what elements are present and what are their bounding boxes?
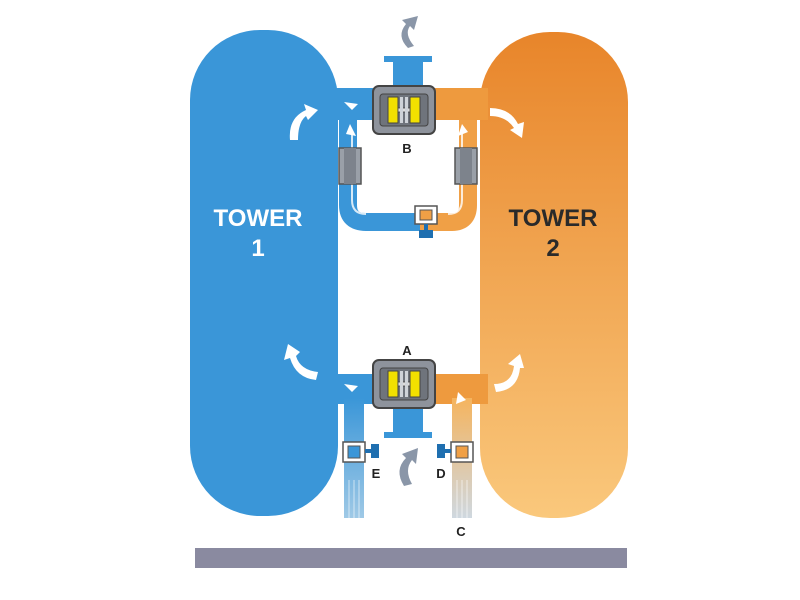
tower2-flow-arrow-bottom bbox=[494, 354, 524, 392]
drain-right-ribs bbox=[456, 480, 468, 518]
valve-b bbox=[372, 85, 436, 135]
valve-b-label: B bbox=[402, 141, 411, 156]
pipe-arrow-top-right bbox=[458, 124, 468, 136]
valve-d bbox=[437, 441, 474, 463]
tower1-flow-arrow-top bbox=[289, 104, 318, 140]
purge-element-right-inner bbox=[460, 148, 472, 184]
pipe-arrow-bottom-right bbox=[456, 392, 466, 404]
valve-a-label: A bbox=[402, 343, 412, 358]
purge-valve-core bbox=[419, 209, 433, 221]
valve-e bbox=[342, 441, 379, 463]
outlet-flow-arrow bbox=[401, 16, 418, 48]
valve-c-label: C bbox=[456, 524, 466, 539]
purge-loop-blue bbox=[339, 120, 420, 231]
tower-1 bbox=[190, 30, 338, 516]
top-outlet-cap bbox=[384, 56, 432, 62]
drain-left-ribs bbox=[348, 480, 360, 518]
purge-flow-arrow-right bbox=[447, 132, 463, 215]
tower2-flow-arrow-top bbox=[490, 108, 524, 138]
purge-valve-stem bbox=[424, 224, 428, 230]
pipe-arrow-bottom-left bbox=[344, 384, 358, 392]
tower-2-label-line2: 2 bbox=[546, 235, 559, 262]
purge-element-left-inner bbox=[344, 148, 356, 184]
tower1-flow-arrow-bottom bbox=[284, 344, 318, 380]
valve-a bbox=[372, 359, 436, 409]
pipe-arrow-top-left-2 bbox=[346, 124, 356, 136]
tower-2-label-line1: TOWER bbox=[509, 205, 598, 232]
tower-1-label-line1: TOWER bbox=[214, 205, 303, 232]
tower-1-label-line2: 1 bbox=[251, 235, 264, 262]
valve-d-label: D bbox=[436, 466, 445, 481]
pipe-arrow-top-left bbox=[344, 102, 358, 110]
inlet-flow-arrow bbox=[399, 448, 418, 486]
tower-2 bbox=[480, 32, 628, 518]
purge-flow-arrow-left bbox=[351, 132, 367, 215]
bottom-inlet-cap bbox=[384, 432, 432, 438]
purge-valve-actuator bbox=[419, 230, 433, 238]
purge-loop-orange bbox=[420, 120, 477, 231]
base-bar bbox=[195, 548, 627, 568]
valve-e-label: E bbox=[372, 466, 381, 481]
